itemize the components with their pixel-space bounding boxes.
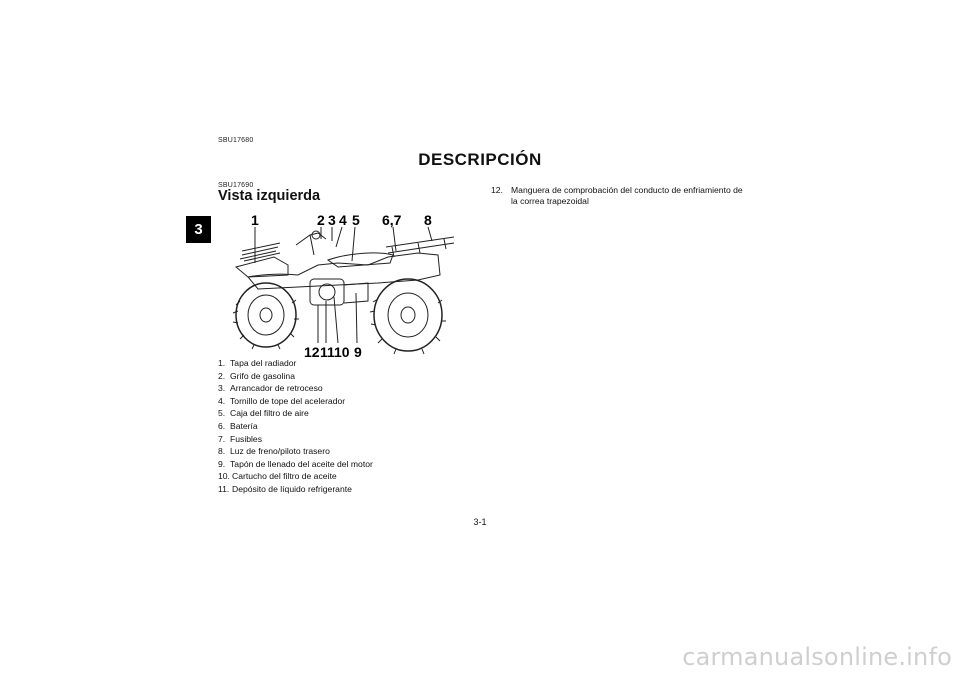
legend-item: 12.Manguera de comprobación del conducto…: [491, 185, 743, 206]
page-title: DESCRIPCIÓN: [418, 150, 542, 169]
chapter-tab: 3: [186, 216, 211, 243]
subsection-code: SBU17690: [218, 182, 254, 189]
page-number: 3-1: [473, 517, 487, 527]
legend-item: 8.Luz de freno/piloto trasero: [218, 446, 330, 457]
callout-12: 12: [304, 344, 320, 360]
callout-1: 1: [251, 212, 259, 228]
legend-item: 2.Grifo de gasolina: [218, 370, 295, 381]
legend-list-continued: 12.Manguera de comprobación del conducto…: [491, 185, 751, 207]
callout-11: 11: [320, 344, 335, 360]
callout-9: 9: [354, 344, 362, 360]
callout-5: 5: [352, 212, 360, 228]
callout-2: 2: [317, 212, 325, 228]
legend-item: 10.Cartucho del filtro de aceite: [218, 471, 337, 482]
legend-list: 1.Tapa del radiador 2.Grifo de gasolina …: [218, 357, 468, 496]
legend-item: 5.Caja del filtro de aire: [218, 408, 309, 419]
legend-item: 6.Batería: [218, 420, 258, 431]
callout-8: 8: [424, 212, 432, 228]
legend-item: 11.Depósito de líquido refrigerante: [218, 483, 352, 494]
atv-left-view-figure: 1 2 3 4 5 6,7 8 12 11 10 9: [232, 212, 455, 360]
callout-6-7: 6,7: [382, 212, 402, 228]
legend-item: 9.Tapón de llenado del aceite del motor: [218, 458, 373, 469]
legend-item: 4.Tornillo de tope del acelerador: [218, 395, 346, 406]
callout-10: 10: [334, 344, 350, 360]
legend-item: 3.Arrancador de retroceso: [218, 383, 323, 394]
legend-item: 7.Fusibles: [218, 433, 262, 444]
watermark: carmanualsonline.info: [682, 643, 952, 671]
callout-3: 3: [328, 212, 336, 228]
section-code: SBU17680: [218, 137, 254, 144]
callout-4: 4: [339, 212, 347, 228]
legend-item: 1.Tapa del radiador: [218, 358, 297, 368]
subheading: Vista izquierda: [218, 188, 321, 204]
